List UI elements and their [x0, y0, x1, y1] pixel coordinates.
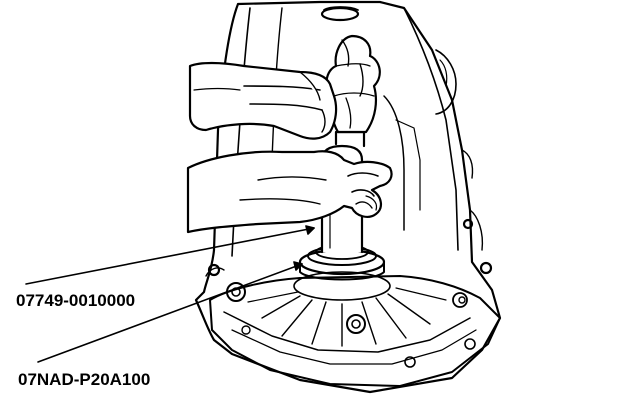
lower-hand [186, 150, 393, 234]
driver-handle-tool [320, 34, 381, 254]
tool-number-attachment: 07NAD-P20A100 [18, 370, 151, 389]
leader-arrow-attachment [293, 261, 303, 271]
upper-hand [188, 61, 338, 140]
case-flange [209, 275, 501, 387]
tool-number-driver-handle: 07749-0010000 [16, 291, 136, 310]
leader-lines [25, 225, 315, 363]
leader-line-attachment [37, 263, 303, 363]
leader-line-handle [25, 227, 315, 285]
transmission-case [194, 0, 502, 394]
leader-arrow-handle [305, 225, 315, 235]
oil-seal [293, 244, 391, 301]
